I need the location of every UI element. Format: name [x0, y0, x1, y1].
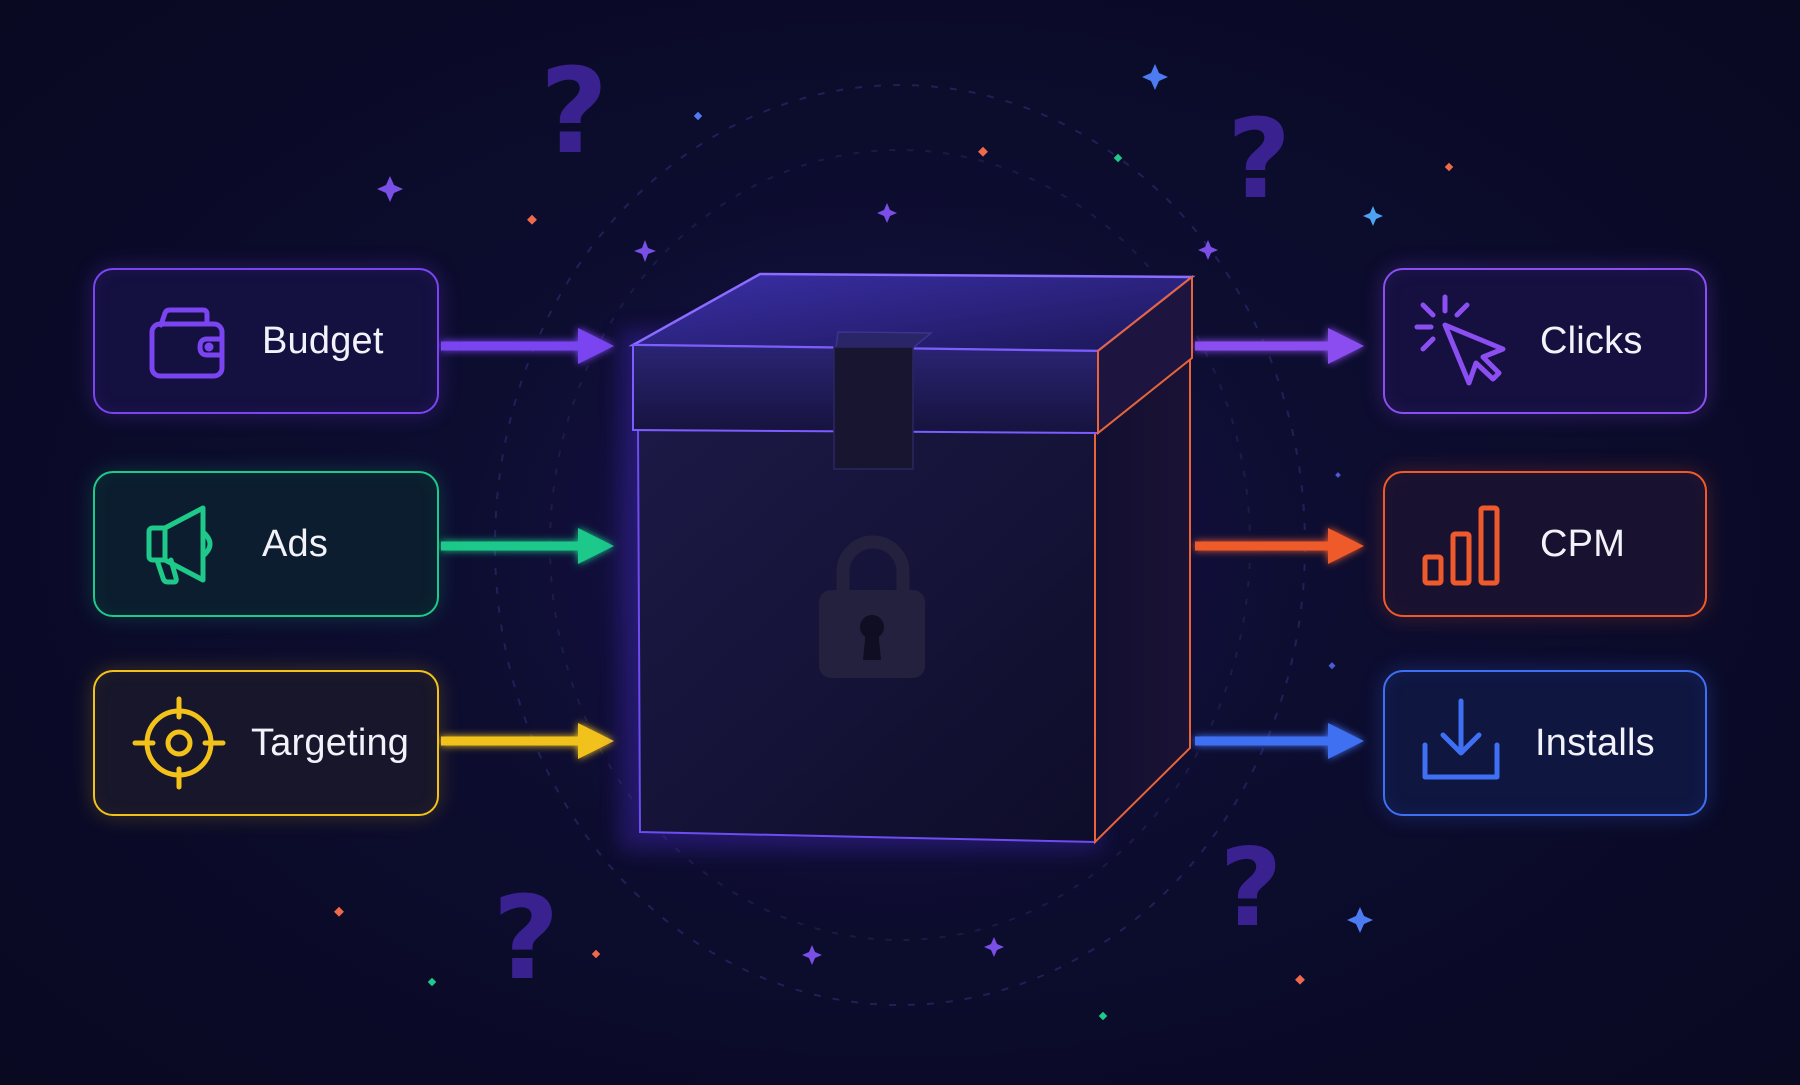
bar-chart-icon	[1422, 505, 1500, 586]
input-card-targeting: Targeting	[93, 670, 439, 816]
megaphone-icon	[146, 505, 213, 585]
box-clasp	[833, 346, 914, 470]
wallet-icon	[149, 307, 225, 379]
question-mark-icon: ?	[1227, 95, 1291, 223]
box-side	[1094, 355, 1191, 845]
input-label: Targeting	[251, 721, 410, 764]
arrow-ads-to-box	[441, 528, 614, 564]
cursor-click-icon	[1414, 294, 1506, 386]
arrow-targeting-to-box	[441, 723, 614, 759]
output-label: Installs	[1535, 721, 1655, 764]
question-mark-icon: ?	[1220, 826, 1283, 951]
target-crosshair-icon	[132, 696, 226, 790]
padlock-icon	[819, 535, 925, 678]
question-marks: ? ? ? ?	[493, 42, 1291, 1006]
download-icon	[1422, 698, 1500, 780]
box-lid-side	[1097, 274, 1193, 436]
output-label: CPM	[1540, 522, 1626, 565]
sparkles	[334, 64, 1454, 1021]
question-mark-icon: ?	[493, 872, 560, 1006]
input-label: Ads	[262, 522, 329, 565]
arrow-budget-to-box	[441, 328, 614, 364]
arrow-box-to-cpm	[1195, 528, 1364, 564]
output-label: Clicks	[1540, 319, 1643, 362]
input-label: Budget	[262, 319, 384, 362]
arrow-box-to-installs	[1195, 723, 1364, 759]
output-card-cpm: CPM	[1383, 471, 1707, 617]
input-card-budget: Budget	[93, 268, 439, 414]
question-mark-icon: ?	[540, 42, 608, 180]
arrow-box-to-clicks	[1195, 328, 1364, 364]
output-card-installs: Installs	[1383, 670, 1707, 816]
output-card-clicks: Clicks	[1383, 268, 1707, 414]
input-card-ads: Ads	[93, 471, 439, 617]
